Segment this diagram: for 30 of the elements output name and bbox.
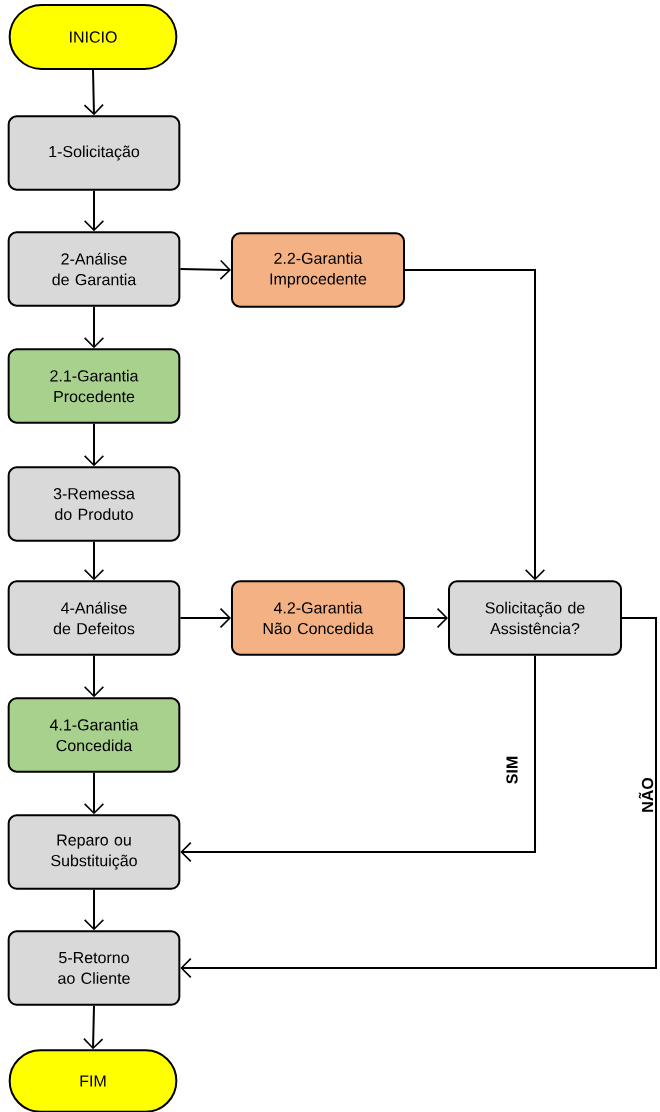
arrow [83,189,105,232]
process-box: Solicitação de Assistência? [448,580,622,656]
arrow [180,617,657,979]
arrow [83,69,104,116]
arrow [83,422,105,467]
edge-label: SIM [505,754,519,786]
process-box: 5-Retorno ao Cliente [7,930,181,1006]
terminal: INICIO [8,4,178,70]
terminal: FIM [8,1049,178,1112]
process-box: Reparo ou Substituição [7,814,181,890]
process-box: 4.2-Garantia Não Concedida [231,580,405,656]
arrow [179,607,231,629]
process-box: 1-Solicitação [7,115,181,191]
process-box: 2.2-Garantia Improcedente [231,232,405,308]
edge-label: NÃO [637,775,655,815]
arrow [83,305,105,349]
process-box: 3-Remessa do Produto [7,466,181,542]
arrow [83,771,105,815]
process-box: 2.1-Garantia Procedente [7,348,181,424]
process-box: 4.1-Garantia Concedida [7,697,181,773]
arrow [404,607,448,629]
arrow [83,888,105,931]
arrow [83,1004,104,1050]
arrow [404,269,546,581]
arrow [180,654,536,863]
process-box: 2-Análise de Garantia [7,231,181,307]
arrow [83,540,105,581]
process-box: 4-Análise de Defeitos [7,580,181,656]
arrow [83,654,105,698]
arrow [179,259,231,280]
